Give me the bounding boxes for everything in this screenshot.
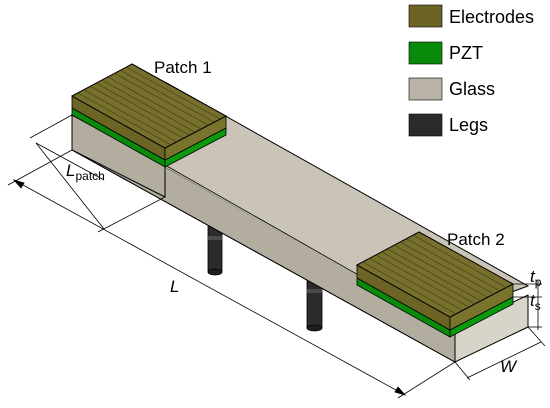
legend-swatch-electrodes <box>408 4 443 28</box>
legend: Electrodes PZT Glass Legs <box>408 4 534 137</box>
dim-L-label: L <box>170 277 179 296</box>
dim-Lpatch-line <box>35 142 105 230</box>
patch-1: Patch 1 <box>70 58 228 198</box>
dim-Lpatch-label: Lpatch <box>66 161 105 183</box>
legs <box>207 221 323 332</box>
leg-right <box>306 276 323 332</box>
legend-label-pzt: PZT <box>449 43 483 63</box>
legend-label-legs: Legs <box>449 115 488 135</box>
patch-1-label: Patch 1 <box>154 58 212 77</box>
dim-tp-label: tp <box>530 267 542 289</box>
legend-swatch-legs <box>408 113 443 137</box>
dim-W-line <box>466 341 542 379</box>
dim-ts-label: ts <box>530 291 541 313</box>
legend-label-glass: Glass <box>449 79 495 99</box>
dim-W-label: W <box>500 357 518 376</box>
legend-label-electrodes: Electrodes <box>449 7 534 27</box>
legend-swatch-glass <box>408 77 443 101</box>
legend-swatch-pzt <box>408 41 443 65</box>
patch-2-label: Patch 2 <box>447 230 505 249</box>
dim-L-line <box>13 179 406 396</box>
dimension-lines <box>7 114 546 399</box>
patch-2: Patch 2 <box>355 230 515 338</box>
leg-left <box>207 221 223 276</box>
